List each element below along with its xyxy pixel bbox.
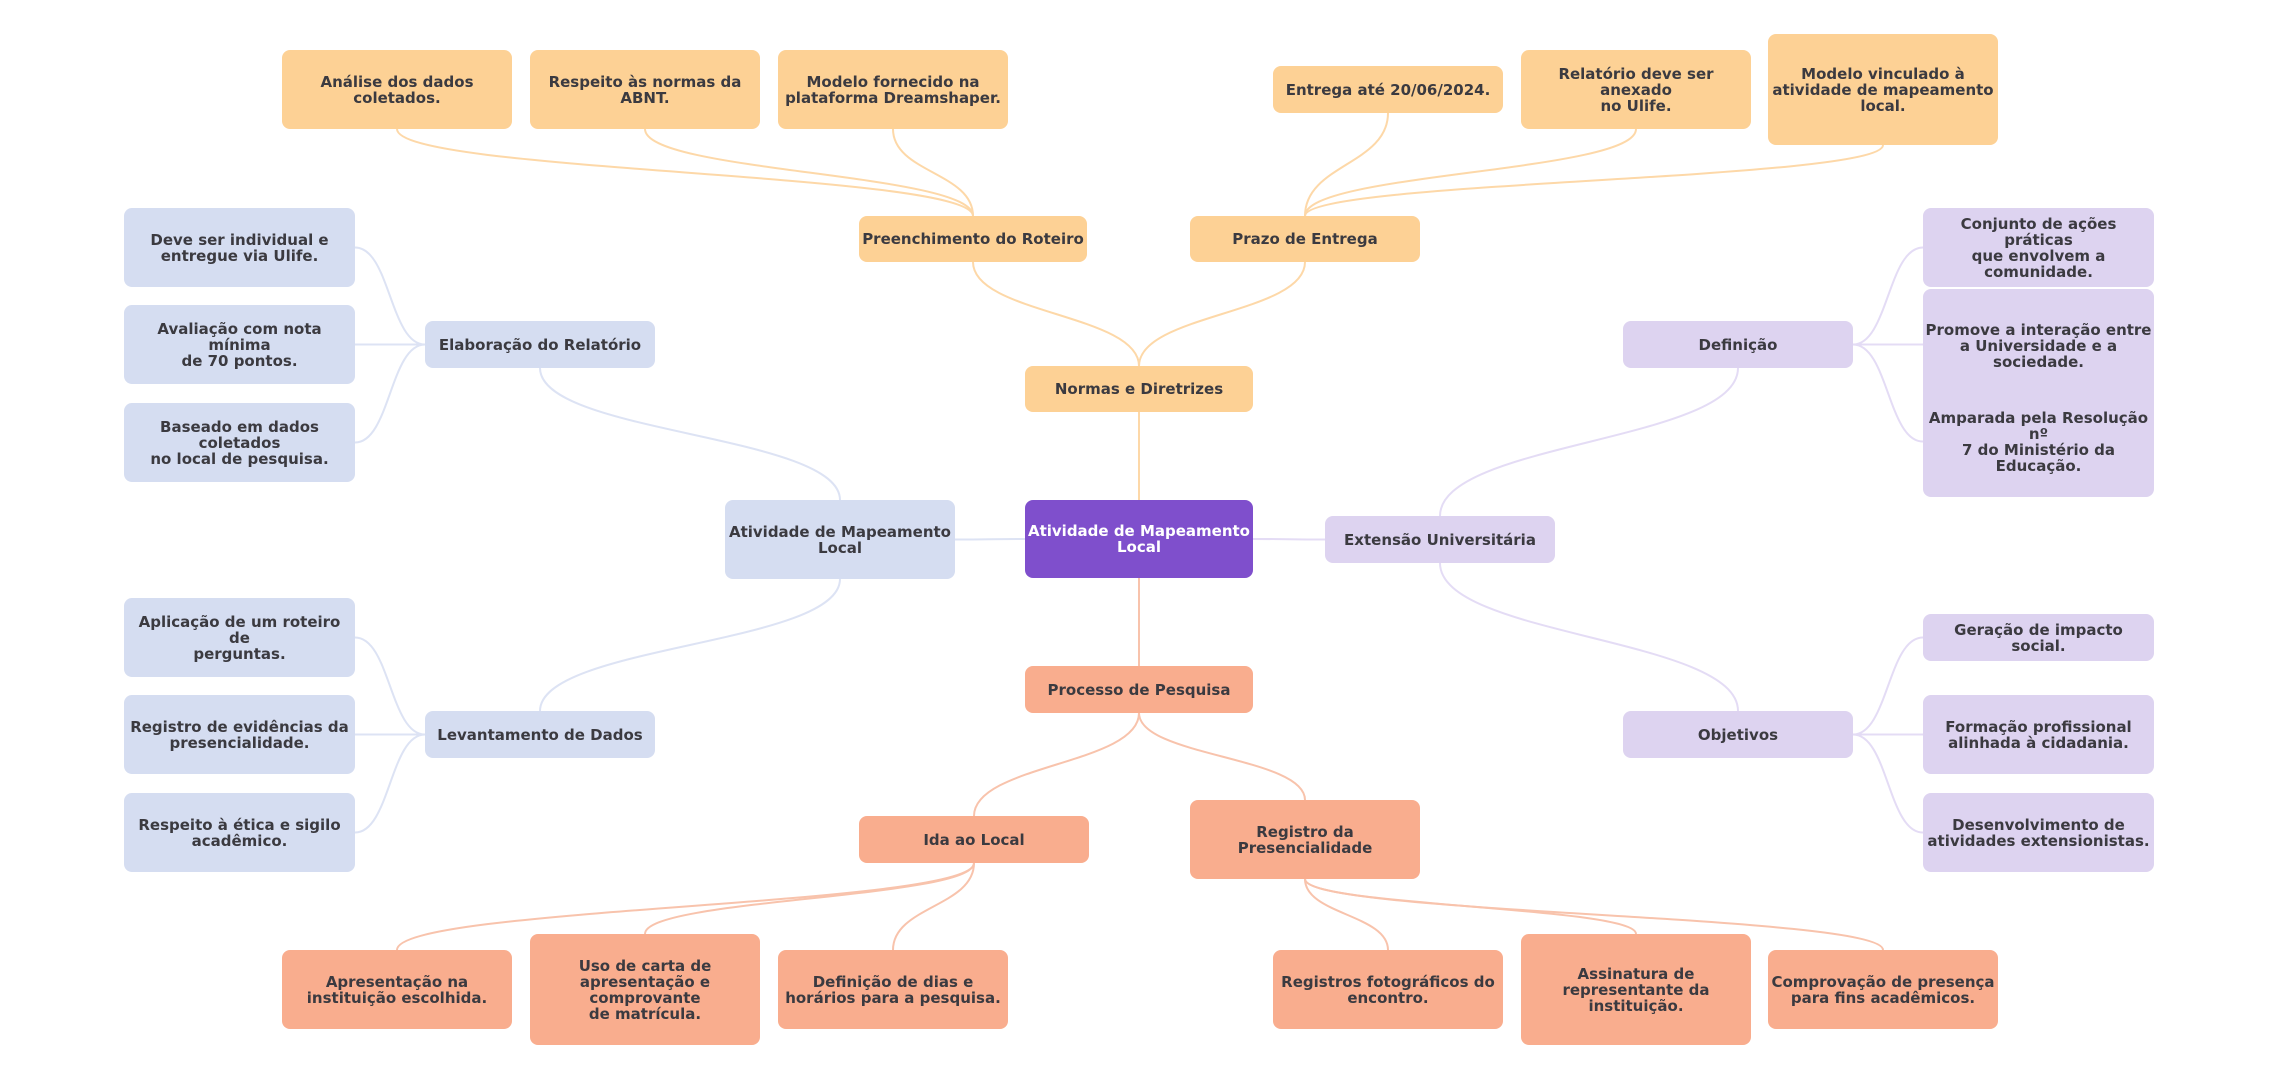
edge-root-extensao: [1252, 538, 1326, 541]
node-elaboracao-relatorio[interactable]: Elaboração do Relatório: [425, 321, 655, 368]
leaf-conjunto-acoes[interactable]: Conjunto de ações práticas que envolvem …: [1923, 208, 2154, 287]
edge-leaf-carta-apresentacao: [644, 862, 975, 935]
edge-processo-ida: [973, 712, 1140, 817]
leaf-etica-sigilo[interactable]: Respeito à ética e sigilo acadêmico.: [124, 793, 355, 872]
edge-leaf-resolucao: [1852, 343, 1924, 443]
edge-leaf-analise-dados: [396, 128, 974, 217]
edge-normas-prazo: [1138, 261, 1306, 367]
leaf-relatorio-ulife[interactable]: Relatório deve ser anexado no Ulife.: [1521, 50, 1751, 129]
leaf-individual-ulife[interactable]: Deve ser individual e entregue via Ulife…: [124, 208, 355, 287]
leaf-entrega-data[interactable]: Entrega até 20/06/2024.: [1273, 66, 1503, 113]
edge-leaf-normas-abnt: [644, 128, 974, 217]
node-prazo-de-entrega[interactable]: Prazo de Entrega: [1190, 216, 1420, 262]
edge-leaf-modelo-vinculado: [1304, 144, 1884, 217]
leaf-impacto-social[interactable]: Geração de impacto social.: [1923, 614, 2154, 661]
node-preenchimento-do-roteiro[interactable]: Preenchimento do Roteiro: [859, 216, 1087, 262]
edge-leaf-definicao-dias: [892, 862, 975, 951]
leaf-dados-coletados[interactable]: Baseado em dados coletados no local de p…: [124, 403, 355, 482]
leaf-modelo-vinculado[interactable]: Modelo vinculado à atividade de mapeamen…: [1768, 34, 1998, 145]
edge-leaf-comprovacao-presenca: [1304, 878, 1884, 951]
edge-leaf-atividades-extensionistas: [1852, 733, 1924, 834]
edge-leaf-etica-sigilo: [354, 733, 426, 834]
node-ida-ao-local[interactable]: Ida ao Local: [859, 816, 1089, 863]
edge-extensao-objetivos: [1439, 562, 1739, 712]
edge-leaf-entrega-data: [1304, 112, 1389, 217]
leaf-evidencias[interactable]: Registro de evidências da presencialidad…: [124, 695, 355, 774]
leaf-carta-apresentacao[interactable]: Uso de carta de apresentação e comprovan…: [530, 934, 760, 1045]
edge-extensao-definicao: [1439, 367, 1739, 517]
leaf-registros-fotograficos[interactable]: Registros fotográficos do encontro.: [1273, 950, 1503, 1029]
edge-leaf-conjunto-acoes: [1852, 246, 1924, 346]
branch-normas-e-diretrizes[interactable]: Normas e Diretrizes: [1025, 366, 1253, 412]
leaf-definicao-dias[interactable]: Definição de dias e horários para a pesq…: [778, 950, 1008, 1029]
leaf-resolucao[interactable]: Amparada pela Resolução nº 7 do Ministér…: [1923, 386, 2154, 497]
leaf-atividades-extensionistas[interactable]: Desenvolvimento de atividades extensioni…: [1923, 793, 2154, 872]
edge-leaf-relatorio-ulife: [1304, 128, 1637, 217]
edge-leaf-individual-ulife: [354, 246, 426, 346]
node-objetivos[interactable]: Objetivos: [1623, 711, 1853, 758]
edge-atividade-relatorio: [539, 367, 841, 501]
leaf-formacao-profissional[interactable]: Formação profissional alinhada à cidadan…: [1923, 695, 2154, 774]
edge-normas-roteiro: [972, 261, 1140, 367]
leaf-normas-abnt[interactable]: Respeito às normas da ABNT.: [530, 50, 760, 129]
node-levantamento-dados[interactable]: Levantamento de Dados: [425, 711, 655, 758]
leaf-promove-interacao[interactable]: Promove a interação entre a Universidade…: [1923, 289, 2154, 400]
node-registro-presencialidade[interactable]: Registro da Presencialidade: [1190, 800, 1420, 879]
edge-atividade-levantamento: [539, 578, 841, 712]
leaf-apresentacao-instituicao[interactable]: Apresentação na instituição escolhida.: [282, 950, 512, 1029]
edge-leaf-registros-fotograficos: [1304, 878, 1389, 951]
root-node[interactable]: Atividade de Mapeamento Local: [1025, 500, 1253, 578]
edge-leaf-roteiro-perguntas: [354, 636, 426, 736]
leaf-nota-minima[interactable]: Avaliação com nota mínima de 70 pontos.: [124, 305, 355, 384]
leaf-assinatura-representante[interactable]: Assinatura de representante da instituiç…: [1521, 934, 1751, 1045]
edge-leaf-dados-coletados: [354, 343, 426, 444]
leaf-analise-dados[interactable]: Análise dos dados coletados.: [282, 50, 512, 129]
edge-root-atividade: [954, 538, 1026, 541]
branch-processo-pesquisa[interactable]: Processo de Pesquisa: [1025, 666, 1253, 713]
branch-extensao-universitaria[interactable]: Extensão Universitária: [1325, 516, 1555, 563]
leaf-roteiro-perguntas[interactable]: Aplicação de um roteiro de perguntas.: [124, 598, 355, 677]
edge-leaf-impacto-social: [1852, 636, 1924, 736]
leaf-modelo-dreamshaper[interactable]: Modelo fornecido na plataforma Dreamshap…: [778, 50, 1008, 129]
edge-leaf-modelo-dreamshaper: [892, 128, 974, 217]
branch-atividade-mapeamento[interactable]: Atividade de Mapeamento Local: [725, 500, 955, 579]
leaf-comprovacao-presenca[interactable]: Comprovação de presença para fins acadêm…: [1768, 950, 1998, 1029]
node-definicao[interactable]: Definição: [1623, 321, 1853, 368]
edge-processo-registro: [1138, 712, 1306, 801]
